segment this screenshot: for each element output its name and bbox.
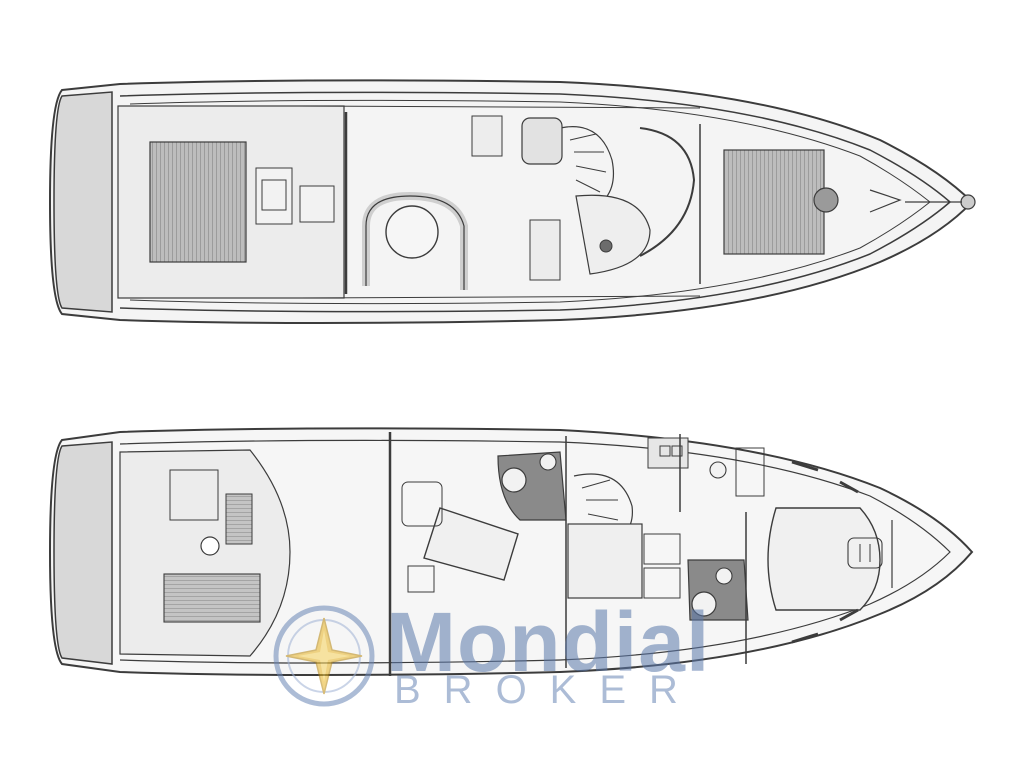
upper-bow-fitting (960, 194, 976, 210)
upper-swim-platform (53, 91, 113, 313)
upper-cockpit-table (255, 167, 293, 225)
upper-aft-sunpad (149, 141, 247, 263)
upper-helm-console (575, 194, 651, 275)
lower-master-bed (423, 507, 519, 581)
upper-windscreen (639, 127, 696, 257)
lower-swim-platform (53, 441, 113, 665)
lower-vip-bed (767, 507, 881, 611)
upper-hatch (813, 187, 839, 213)
lower-galley (567, 523, 643, 599)
upper-saloon-table (385, 205, 439, 259)
upper-deck-plan (48, 79, 976, 324)
lower-deck-plan (48, 427, 974, 676)
upper-helm-seat (521, 117, 563, 165)
upper-fore-sunpad (723, 149, 825, 255)
lower-crew-bunk (163, 573, 261, 623)
